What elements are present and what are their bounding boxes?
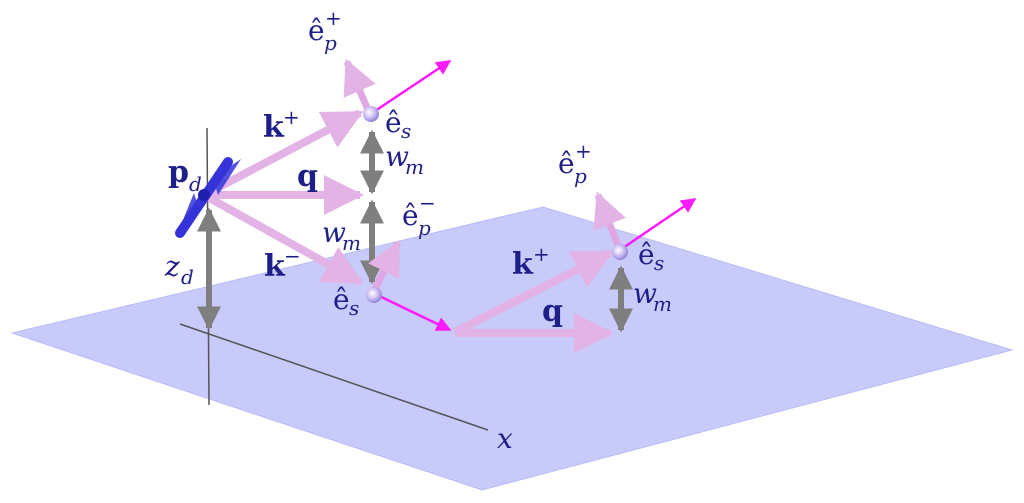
es-bottom-label: ê <box>333 283 350 316</box>
es-bottom-label-sub: s <box>349 296 359 320</box>
magenta-reflect-arrow <box>372 291 452 332</box>
es-bottom-ball <box>366 287 382 303</box>
kplus-left-label-sup: + <box>283 105 300 129</box>
ep-plus-right-arrow <box>593 191 626 252</box>
kplus-left-arrow <box>202 109 364 199</box>
kplus-right-label: k <box>512 247 534 282</box>
wm-top-label-sub: m <box>405 155 424 179</box>
zd-label-sub: d <box>181 265 194 289</box>
ep-minus-label: ê <box>402 199 419 232</box>
es-right-ball <box>612 244 628 260</box>
ep-plus-top-label-sup: + <box>325 6 342 30</box>
ep-minus-arrow <box>368 239 402 295</box>
es-top-ball <box>363 106 379 122</box>
es-right-label: ê <box>638 238 655 271</box>
kminus-label: k <box>264 249 286 284</box>
ep-minus-label-sup: − <box>419 191 436 215</box>
wm-mid-label: w <box>322 216 346 249</box>
magenta-right-arrow <box>619 197 697 252</box>
kplus-right-label-sup: + <box>533 242 550 266</box>
ep-plus-right-label-sub: p <box>574 164 587 188</box>
x-axis-label: x <box>497 422 513 455</box>
ep-plus-top-arrow <box>343 58 376 114</box>
ep-plus-top-label-sub: p <box>324 31 337 55</box>
wm-mid-label-sub: m <box>342 231 361 255</box>
x-axis-line <box>179 323 489 431</box>
kplus-right-arrow <box>453 249 614 336</box>
es-right-label-sub: s <box>654 251 664 275</box>
ep-plus-right-label-sup: + <box>575 139 592 163</box>
es-top-label: ê <box>385 106 402 139</box>
es-top-label-sub: s <box>401 119 411 143</box>
q-left-label: q <box>297 159 318 194</box>
dipole-pd <box>175 157 241 238</box>
wm-right-label: w <box>633 277 657 310</box>
wm-top-label: w <box>385 140 409 173</box>
ep-plus-top-label: ê <box>308 14 325 47</box>
ep-minus-label-sub: p <box>418 216 431 240</box>
pd-label-sub: d <box>189 172 202 196</box>
ep-plus-right-label: ê <box>558 147 575 180</box>
kminus-label-sup: − <box>284 244 301 268</box>
zd-label: z <box>164 250 180 283</box>
wm-right-label-sub: m <box>653 292 672 316</box>
kminus-arrow <box>202 191 364 286</box>
magenta-top-arrow <box>371 59 452 115</box>
pd-label: p <box>168 155 189 190</box>
kplus-left-label: k <box>263 110 285 145</box>
q-right-label: q <box>542 294 563 329</box>
